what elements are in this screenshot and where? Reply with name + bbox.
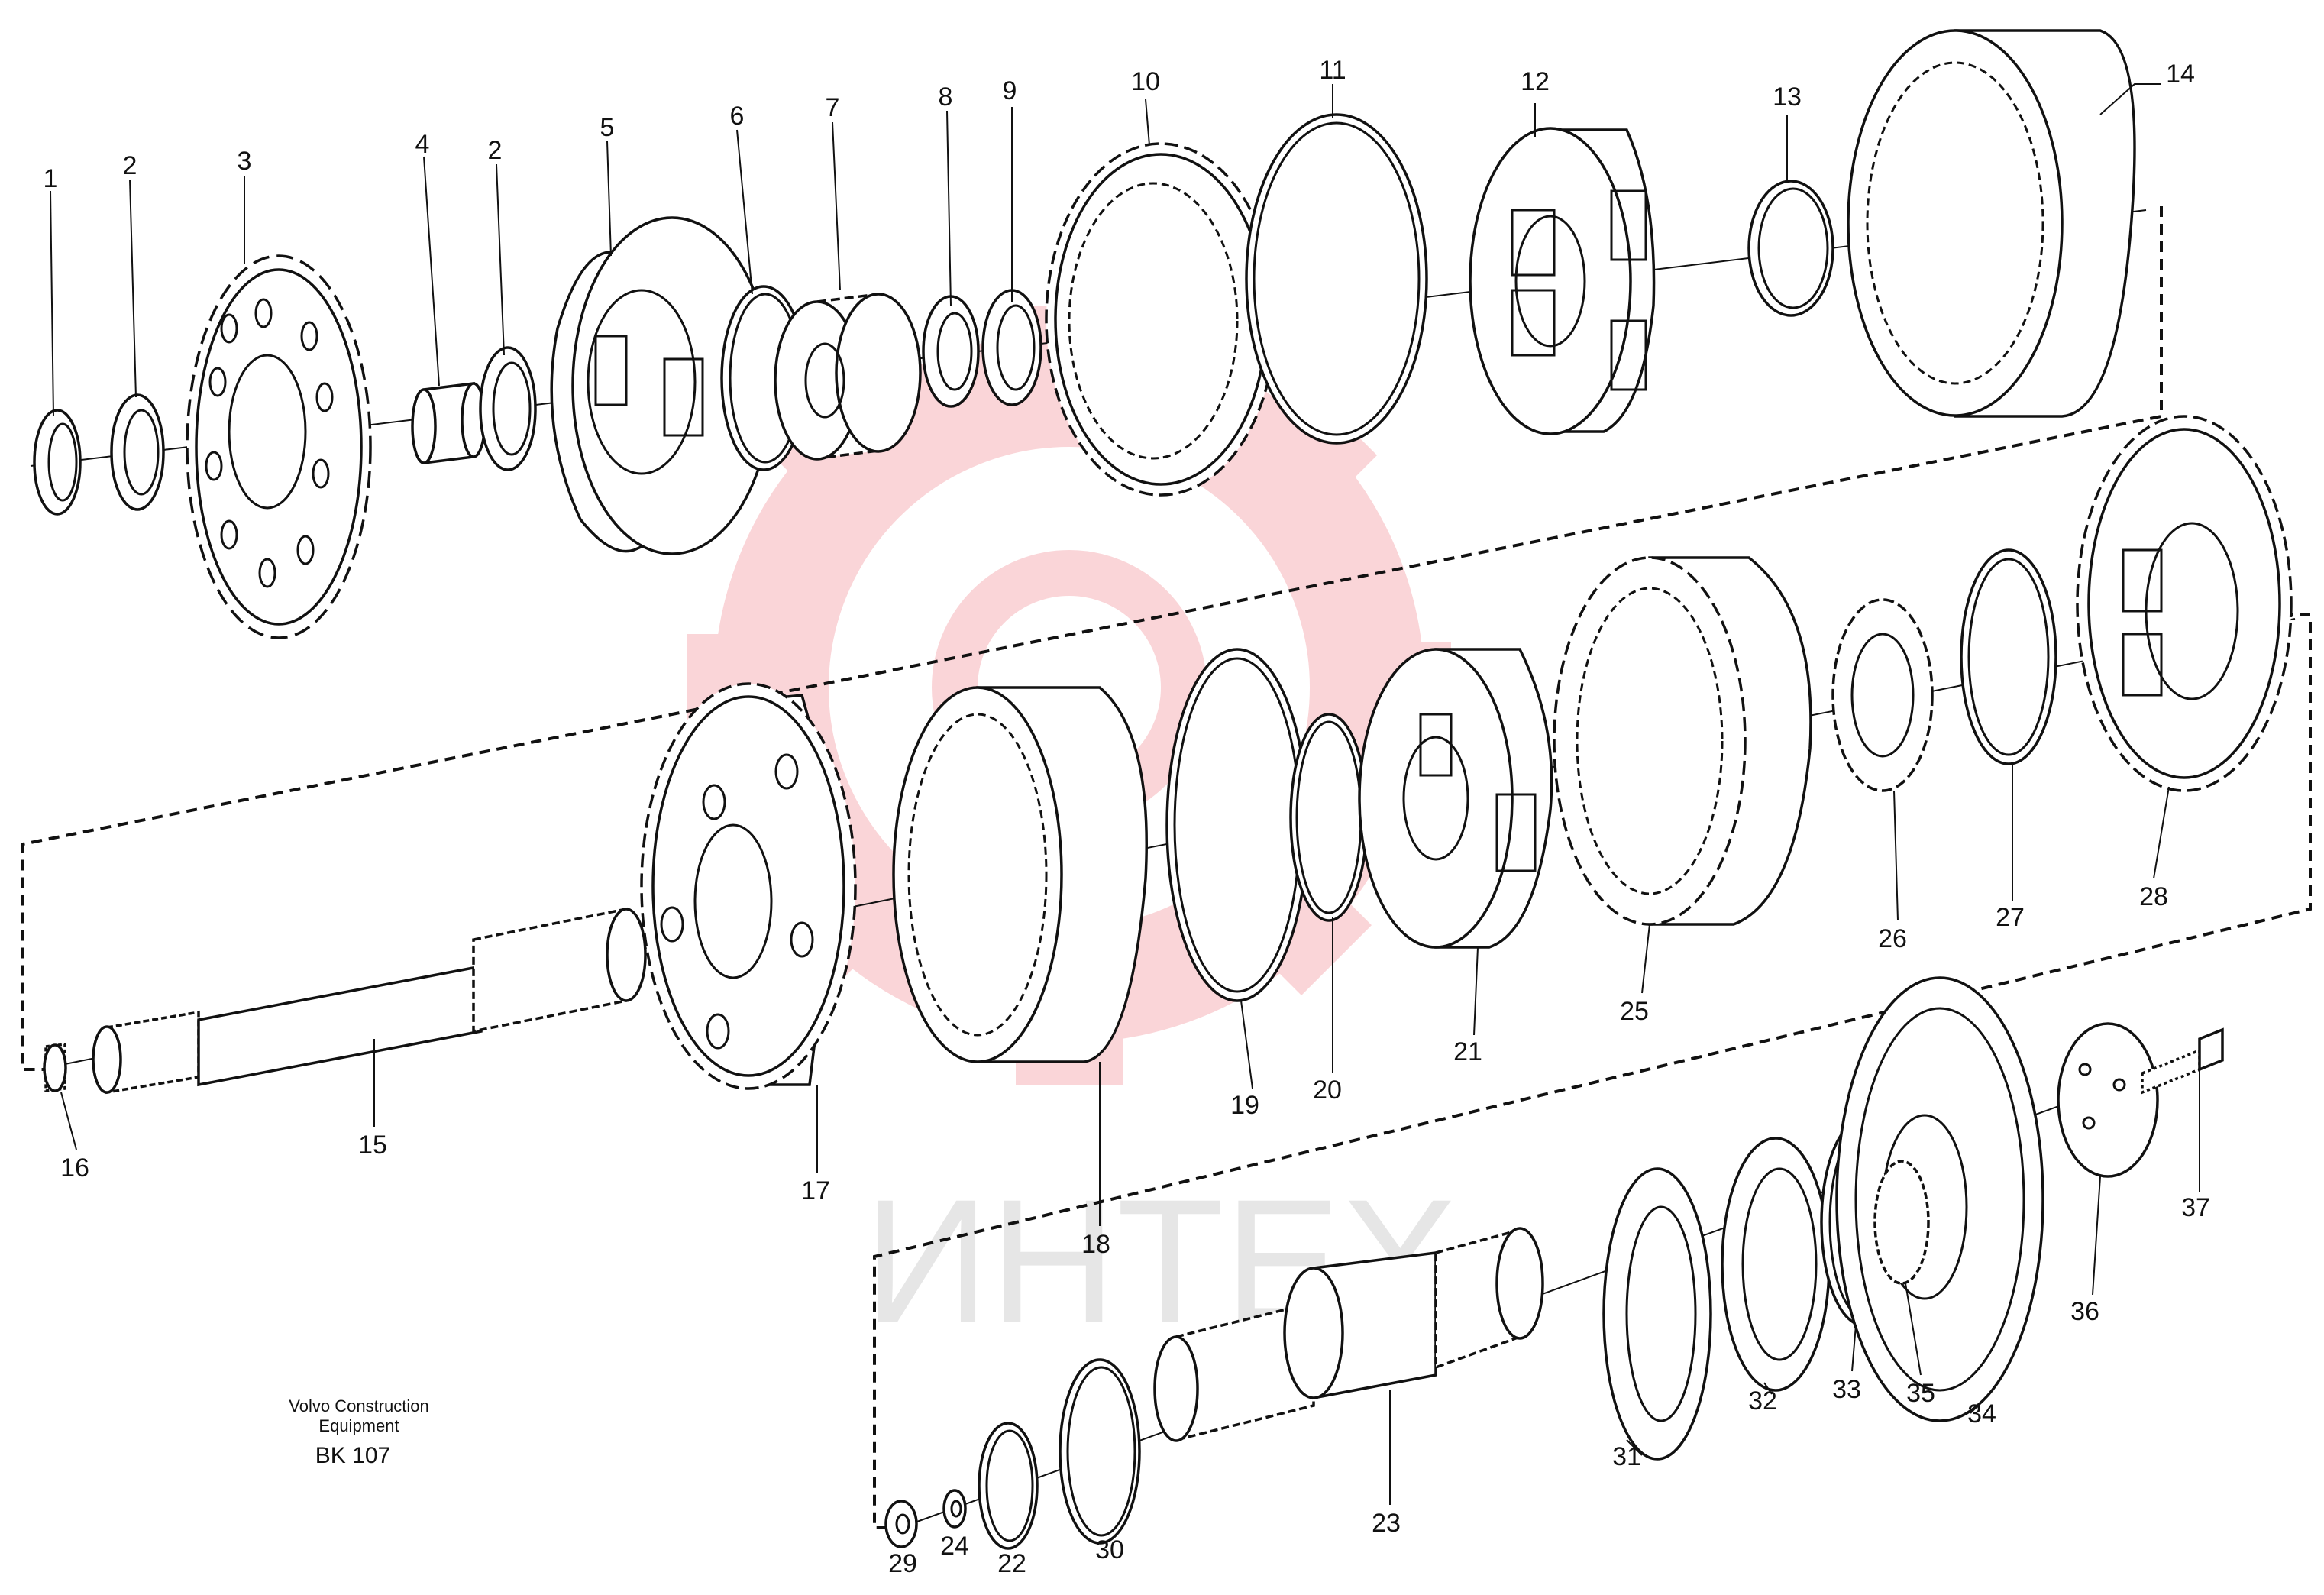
part-20-ring bbox=[1289, 713, 1369, 922]
part-19-snap-ring bbox=[1165, 648, 1309, 1002]
caption-code: BK 107 bbox=[315, 1443, 390, 1468]
part-label-34: 34 bbox=[1967, 1399, 1996, 1428]
part-label-5: 5 bbox=[600, 113, 615, 142]
part-29-washer bbox=[884, 1500, 918, 1548]
part-22-ring bbox=[978, 1422, 1039, 1550]
part-label-23: 23 bbox=[1372, 1509, 1401, 1538]
part-label-3: 3 bbox=[238, 147, 252, 176]
part-14-ring-gear-housing bbox=[1847, 29, 2136, 418]
part-4-bushing bbox=[411, 382, 486, 464]
part-24-bush bbox=[942, 1489, 967, 1529]
part-number-labels: 1 2 3 4 2 5 6 7 8 9 10 11 12 13 14 15 16… bbox=[44, 56, 2210, 1578]
row-3-parts bbox=[884, 976, 2224, 1550]
part-label-29: 29 bbox=[888, 1549, 917, 1578]
part-label-7: 7 bbox=[826, 93, 840, 122]
part-13-snap-ring bbox=[1747, 180, 1834, 317]
part-label-36: 36 bbox=[2070, 1297, 2099, 1326]
part-label-6: 6 bbox=[730, 102, 745, 131]
part-27-ring bbox=[1960, 548, 2057, 765]
part-label-14: 14 bbox=[2166, 60, 2195, 89]
part-label-33: 33 bbox=[1832, 1375, 1861, 1404]
part-label-20: 20 bbox=[1313, 1076, 1342, 1105]
part-9-bearing bbox=[981, 289, 1042, 406]
part-3-gear-plate bbox=[186, 254, 372, 639]
part-15-shaft bbox=[92, 907, 647, 1095]
part-16-needle-bearing bbox=[43, 1043, 67, 1092]
caption-block: Volvo Construction Equipment BK 107 bbox=[289, 1396, 428, 1468]
caption-company-line2: Equipment bbox=[318, 1416, 399, 1435]
part-26-sun-gear bbox=[1831, 598, 1934, 792]
assembly-guide-lines bbox=[21, 206, 2312, 1529]
row-2-parts bbox=[43, 415, 2293, 1095]
part-label-32: 32 bbox=[1748, 1386, 1777, 1415]
part-label-22: 22 bbox=[997, 1549, 1026, 1578]
part-label-27: 27 bbox=[1996, 903, 2025, 932]
part-37-bolt bbox=[2141, 1027, 2224, 1095]
leader-lines bbox=[50, 83, 2200, 1505]
part-label-28: 28 bbox=[2139, 882, 2168, 911]
part-label-35: 35 bbox=[1906, 1379, 1935, 1408]
part-21-planet-carrier bbox=[1358, 648, 1553, 949]
part-12-planet-carrier bbox=[1469, 127, 1656, 435]
part-28-carrier-gear bbox=[2076, 415, 2293, 792]
part-1-seal bbox=[33, 409, 82, 516]
part-2-bearing-ring bbox=[110, 393, 165, 511]
part-label-21: 21 bbox=[1453, 1037, 1482, 1066]
part-label-24: 24 bbox=[940, 1532, 969, 1561]
part-label-2-second: 2 bbox=[488, 136, 503, 165]
part-label-15: 15 bbox=[358, 1131, 387, 1160]
part-label-12: 12 bbox=[1521, 67, 1550, 96]
part-label-2: 2 bbox=[123, 151, 137, 180]
part-label-19: 19 bbox=[1230, 1091, 1259, 1120]
part-label-26: 26 bbox=[1878, 924, 1907, 953]
part-2-bearing-ring-second bbox=[479, 346, 537, 471]
part-25-ring-gear bbox=[1553, 556, 1812, 926]
caption-company-line1: Volvo Construction bbox=[289, 1396, 428, 1415]
part-label-31: 31 bbox=[1612, 1442, 1641, 1471]
part-11-snap-ring bbox=[1245, 113, 1428, 445]
part-label-25: 25 bbox=[1620, 997, 1649, 1026]
part-label-37: 37 bbox=[2181, 1193, 2210, 1222]
part-label-18: 18 bbox=[1081, 1230, 1110, 1259]
part-label-1: 1 bbox=[44, 164, 58, 193]
part-label-17: 17 bbox=[801, 1176, 830, 1205]
part-label-11: 11 bbox=[1319, 56, 1346, 85]
part-label-13: 13 bbox=[1773, 82, 1802, 112]
part-8-washer bbox=[922, 295, 980, 408]
part-32-bearing bbox=[1721, 1137, 1831, 1392]
part-7-sun-gear bbox=[774, 293, 922, 461]
part-label-30: 30 bbox=[1095, 1535, 1124, 1564]
part-label-16: 16 bbox=[60, 1153, 89, 1182]
part-30-ring bbox=[1059, 1358, 1141, 1545]
part-label-4: 4 bbox=[415, 130, 430, 159]
part-31-bearing bbox=[1602, 1167, 1712, 1461]
part-35-spline-hub bbox=[1873, 1160, 1930, 1285]
part-17-large-gear bbox=[640, 682, 857, 1090]
part-18-ring-gear bbox=[892, 686, 1148, 1063]
part-10-ring-gear bbox=[1045, 142, 1277, 497]
part-36-washer-plate bbox=[2057, 1022, 2159, 1178]
part-5-planet-carrier bbox=[550, 216, 773, 555]
part-label-9: 9 bbox=[1003, 76, 1017, 105]
part-label-10: 10 bbox=[1131, 67, 1160, 96]
row-1-parts bbox=[33, 29, 2136, 639]
part-label-8: 8 bbox=[939, 82, 953, 112]
part-23-output-shaft bbox=[1153, 1227, 1544, 1442]
part-34-flange bbox=[1835, 976, 2044, 1422]
